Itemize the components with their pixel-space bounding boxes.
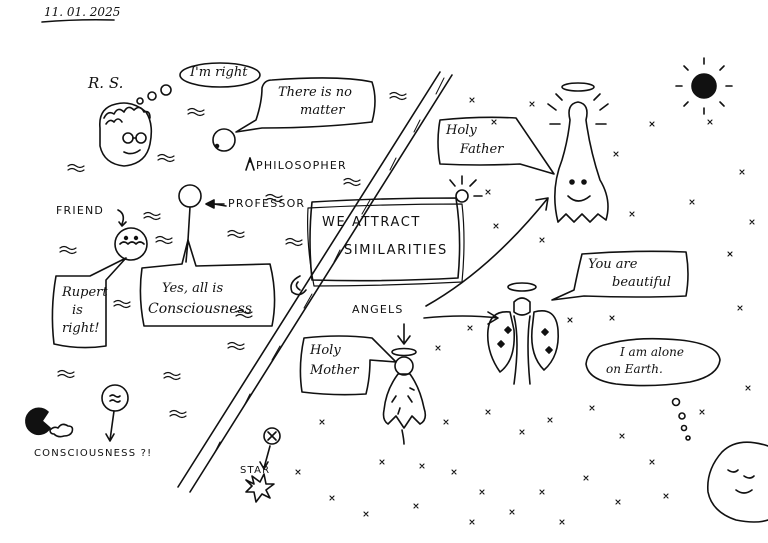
consciousness-figure <box>101 384 129 442</box>
ear-icon <box>290 275 307 296</box>
holy-mother-line2: Mother <box>310 363 359 378</box>
date-underline <box>41 18 115 23</box>
friend-speech-bubble <box>51 257 127 349</box>
center-box-line1: WE ATTRACT <box>322 215 421 230</box>
philosopher-figure <box>212 128 255 171</box>
professor-speech-bubble <box>139 239 276 327</box>
professor-arrow <box>213 203 227 207</box>
divider-line <box>177 71 453 493</box>
holy-mother-line1: Holy <box>310 343 341 358</box>
friend-speech-line2: is <box>72 303 83 318</box>
philosopher-speech-line2: matter <box>300 103 345 118</box>
earth-thought-line1: I am alone <box>620 345 684 359</box>
holy-father-figure <box>547 82 609 223</box>
pacman-icon <box>25 407 74 438</box>
star-figure <box>245 427 281 503</box>
moon-icon <box>706 441 768 523</box>
philosopher-speech-line1: There is no <box>278 85 352 100</box>
philosopher-speech-bubble <box>235 77 376 133</box>
earth-thought-bubble <box>585 337 721 387</box>
professor-speech-line1: Yes, all is <box>162 281 224 296</box>
angels-label: ANGELS <box>352 303 404 316</box>
rs-thought-text: I'm right <box>190 65 248 80</box>
earth-thought-dots <box>671 397 691 441</box>
rs-thought-bubbles <box>136 62 261 105</box>
angel-speech-line2: beautiful <box>612 275 671 290</box>
star-label: STAR <box>240 465 271 476</box>
consciousness-label: CONSCIOUSNESS ?! <box>34 448 153 459</box>
angel-figure <box>486 282 560 385</box>
holy-mother-figure <box>382 347 427 445</box>
angel-speech-line1: You are <box>588 257 638 272</box>
sun-icon <box>675 57 733 115</box>
earth-thought-line2: on Earth. <box>606 362 663 376</box>
holy-father-line1: Holy <box>446 123 477 138</box>
professor-speech-line2: Consciousness <box>148 301 252 317</box>
friend-speech-line3: right! <box>62 321 100 336</box>
squiggles <box>57 91 407 419</box>
date-label: 11. 01. 2025 <box>44 5 121 19</box>
rs-head-icon <box>99 102 153 167</box>
center-box-line2: SIMILARITIES <box>344 243 448 258</box>
lightbulb-icon <box>449 175 483 203</box>
friend-label: FRIEND <box>56 204 105 217</box>
center-box <box>307 197 465 287</box>
friend-speech-line1: Rupert <box>62 285 108 300</box>
holy-father-speech-bubble <box>437 116 555 175</box>
holy-father-line2: Father <box>460 142 504 157</box>
rs-label: R. S. <box>88 74 124 92</box>
holy-mother-speech-bubble <box>299 335 397 396</box>
arrow-to-father <box>425 197 549 307</box>
arrow-to-mother <box>397 323 411 345</box>
arrow-to-angel <box>423 311 499 325</box>
stars-field <box>295 97 755 525</box>
professor-label: PROFESSOR <box>228 197 306 210</box>
philosopher-label: PHILOSOPHER <box>256 159 347 172</box>
friend-figure <box>114 209 148 261</box>
angel-speech-bubble <box>551 250 689 301</box>
